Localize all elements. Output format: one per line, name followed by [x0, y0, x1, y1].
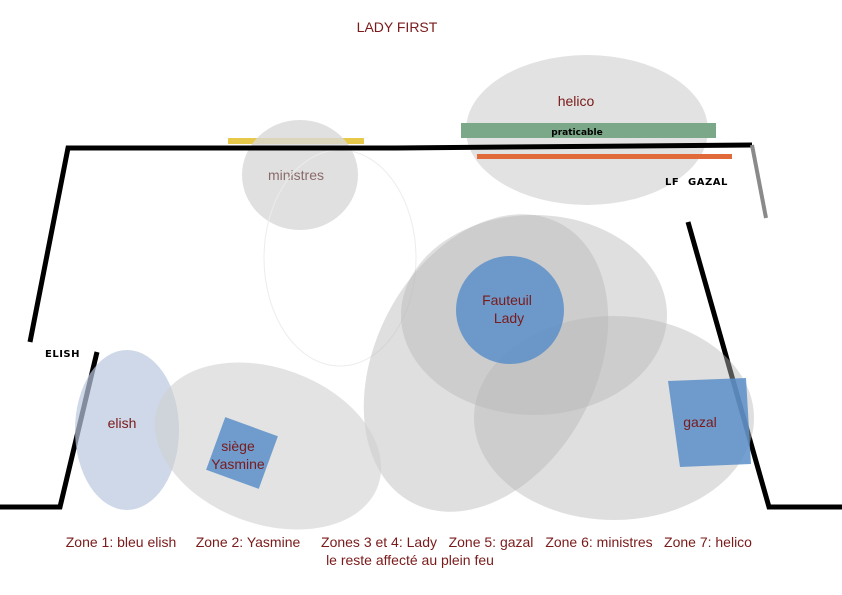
fauteuil-lady	[456, 256, 564, 364]
label-siege-2: Yasmine	[211, 456, 265, 472]
label-gazal: gazal	[683, 414, 716, 430]
praticable-bar	[461, 123, 716, 138]
legend-note: le reste affecté au plein feu	[326, 552, 494, 568]
tag-gazal: GAZAL	[688, 177, 728, 188]
wall-right-bottom	[685, 221, 842, 510]
label-siege-1: siège	[221, 438, 255, 454]
wall-left-top	[27, 145, 396, 343]
tag-lf: LF	[665, 177, 679, 188]
label-helico: helico	[558, 93, 595, 109]
label-elish: elish	[108, 415, 137, 431]
door-right	[750, 144, 768, 219]
zone-6	[474, 316, 754, 520]
legend-zone-5: Zone 5: gazal	[449, 534, 534, 550]
legend-zone-7: Zone 7: helico	[664, 534, 752, 550]
legend-zone-1: Zone 1: bleu elish	[66, 534, 177, 550]
siege-yasmine	[206, 417, 278, 489]
orange-bar	[477, 154, 732, 159]
label-fauteuil-2: Lady	[494, 310, 524, 326]
label-praticable: praticable	[551, 128, 602, 138]
legend-zone-3-4: Zones 3 et 4: Lady	[321, 534, 437, 550]
label-ministres: ministres	[268, 167, 324, 183]
diagram-title: LADY FIRST	[357, 19, 438, 35]
tag-elish: ELISH	[45, 349, 80, 360]
legend-zone-6: Zone 6: ministres	[545, 534, 652, 550]
wall-top-right	[395, 142, 753, 151]
label-fauteuil-1: Fauteuil	[482, 292, 532, 308]
zone-elish	[75, 350, 179, 510]
legend-zone-2: Zone 2: Yasmine	[196, 534, 301, 550]
gazal-square	[668, 378, 751, 467]
